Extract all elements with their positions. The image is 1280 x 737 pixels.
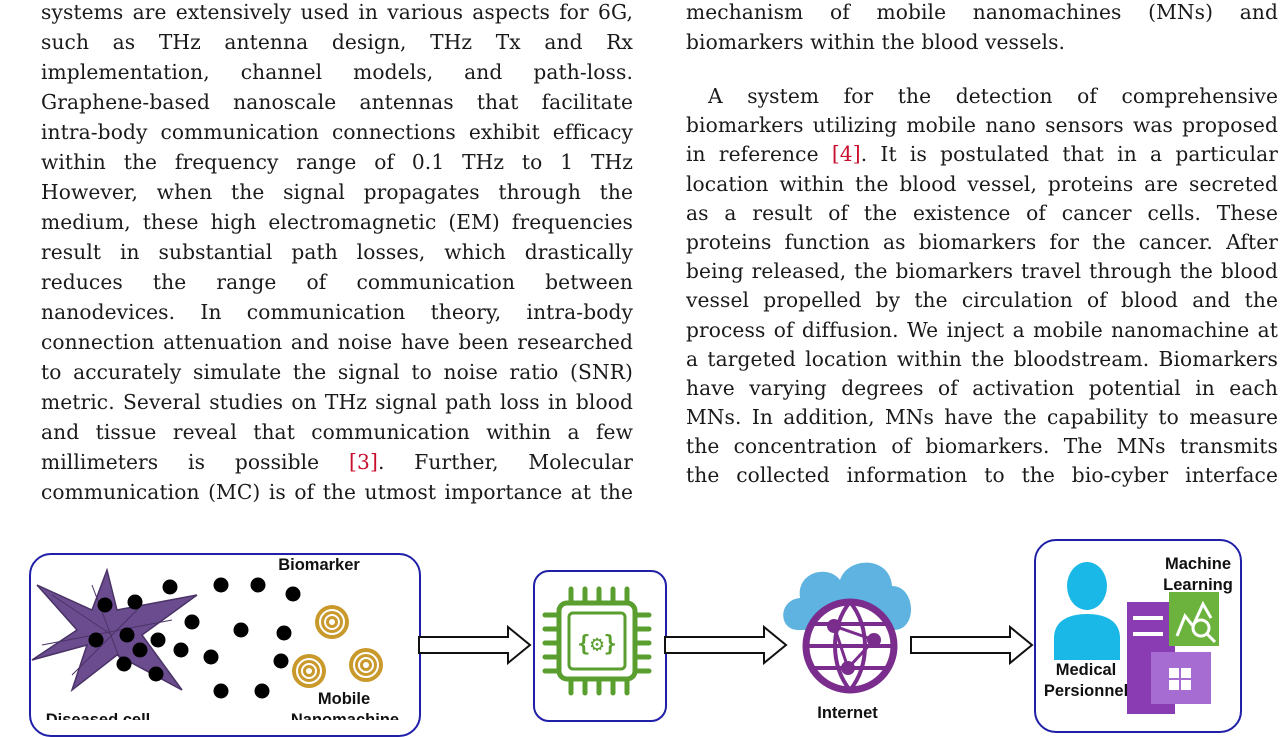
- flow-arrow: [910, 624, 1034, 666]
- biomarker-dots-icon: [88, 577, 301, 699]
- system-diagram-figure: Biomarker Mobile Nanomachine Diseased ce…: [0, 530, 1280, 737]
- text-line: such as THz antenna design, THz Tx and R…: [41, 30, 633, 54]
- text-line: have varying degrees of activation poten…: [686, 375, 1278, 400]
- text-line: to accurately simulate the signal to noi…: [41, 360, 633, 384]
- text-line: mechanism of mobile nanomachines (MNs) a…: [686, 0, 1278, 24]
- text-line: a targeted location within the bloodstre…: [686, 346, 1278, 371]
- text-line: within the frequency range of 0.1 THz to…: [41, 150, 633, 174]
- nanomachine-icon: [349, 648, 383, 682]
- mobile-label: Mobile: [317, 690, 371, 708]
- text-line: result in substantial path losses, which…: [41, 240, 633, 264]
- text-line: the collected information to the bio-cyb…: [686, 463, 1278, 488]
- text-line: connection attenuation and noise have be…: [41, 330, 633, 354]
- right-text-column: mechanism of mobile nanomachines (MNs) a…: [686, 0, 1278, 491]
- globe-network-icon: [802, 598, 898, 694]
- text-line: metric. Several studies on THz signal pa…: [41, 390, 633, 414]
- text-line: location within the blood vessel, protei…: [686, 171, 1278, 196]
- text-fragment: millimeters is possible: [41, 450, 350, 474]
- chip-icon: {⚙}: [542, 586, 652, 696]
- text-line: biomarkers within the blood vessels.: [686, 30, 1066, 54]
- text-line: process of diffusion. We inject a mobile…: [686, 317, 1278, 342]
- text-line: Graphene-based nanoscale antennas that f…: [41, 90, 633, 114]
- text-line-with-citation: millimeters is possible [3]. Further, Mo…: [41, 447, 633, 477]
- text-line: communication (MC) is of the utmost impo…: [41, 480, 633, 504]
- text-fragment: . It is postulated that in a particular: [860, 142, 1278, 167]
- text-line: medium, these high electromagnetic (EM) …: [41, 210, 633, 234]
- text-fragment: A system for the detection of comprehens…: [708, 84, 1278, 108]
- text-line: reduces the range of communication betwe…: [41, 270, 633, 294]
- text-line: intra-body communication connections exh…: [41, 120, 633, 144]
- nanomachine-label: Nanomachine: [290, 711, 400, 720]
- biomarker-label: Biomarker: [278, 556, 360, 574]
- person-icon: [1054, 562, 1120, 660]
- text-fragment: in reference: [686, 142, 832, 167]
- svg-text:{⚙}: {⚙}: [577, 632, 617, 657]
- text-line: systems are extensively used in various …: [41, 0, 633, 24]
- text-fragment: . Further, Molecular: [377, 450, 633, 474]
- text-line: vessel propelled by the circulation of b…: [686, 288, 1278, 313]
- flow-arrow: [418, 624, 532, 666]
- citation-link-4[interactable]: [4]: [831, 142, 861, 167]
- text-line: biomarkers utilizing mobile nano sensors…: [686, 113, 1278, 138]
- text-line: and tissue reveal that communication wit…: [41, 420, 633, 444]
- diseased-cell-label: Diseased cell: [45, 711, 151, 720]
- machine-learning-label: Machine Learning: [1163, 555, 1233, 594]
- diseased-cell-icon: [31, 567, 198, 693]
- nanomachine-icon: [292, 654, 326, 688]
- text-line: A system for the detection of comprehens…: [686, 82, 1278, 111]
- flow-arrow: [664, 624, 788, 666]
- text-line: proteins function as biomarkers for the …: [686, 229, 1278, 254]
- text-line-with-citation: in reference [4]. It is postulated that …: [686, 140, 1278, 169]
- citation-link-3[interactable]: [3]: [349, 450, 378, 474]
- left-text-column: systems are extensively used in various …: [41, 0, 633, 507]
- text-line: nanodevices. In communication theory, in…: [41, 300, 633, 324]
- text-line: as a result of the existence of cancer c…: [686, 200, 1278, 225]
- paragraph-gap: [686, 57, 1278, 82]
- text-line: the concentration of biomarkers. The MNs…: [686, 434, 1278, 459]
- machine-learning-icon: [1127, 592, 1219, 714]
- medical-personnel-label: Medical Persionnel: [1043, 661, 1129, 700]
- internet-label: Internet: [817, 704, 878, 722]
- nanomachine-icon: [315, 605, 349, 639]
- text-line: implementation, channel models, and path…: [41, 60, 633, 84]
- text-line: MNs. In addition, MNs have the capabilit…: [686, 405, 1278, 430]
- text-line: However, when the signal propagates thro…: [41, 180, 633, 204]
- text-line: being released, the biomarkers travel th…: [686, 259, 1278, 284]
